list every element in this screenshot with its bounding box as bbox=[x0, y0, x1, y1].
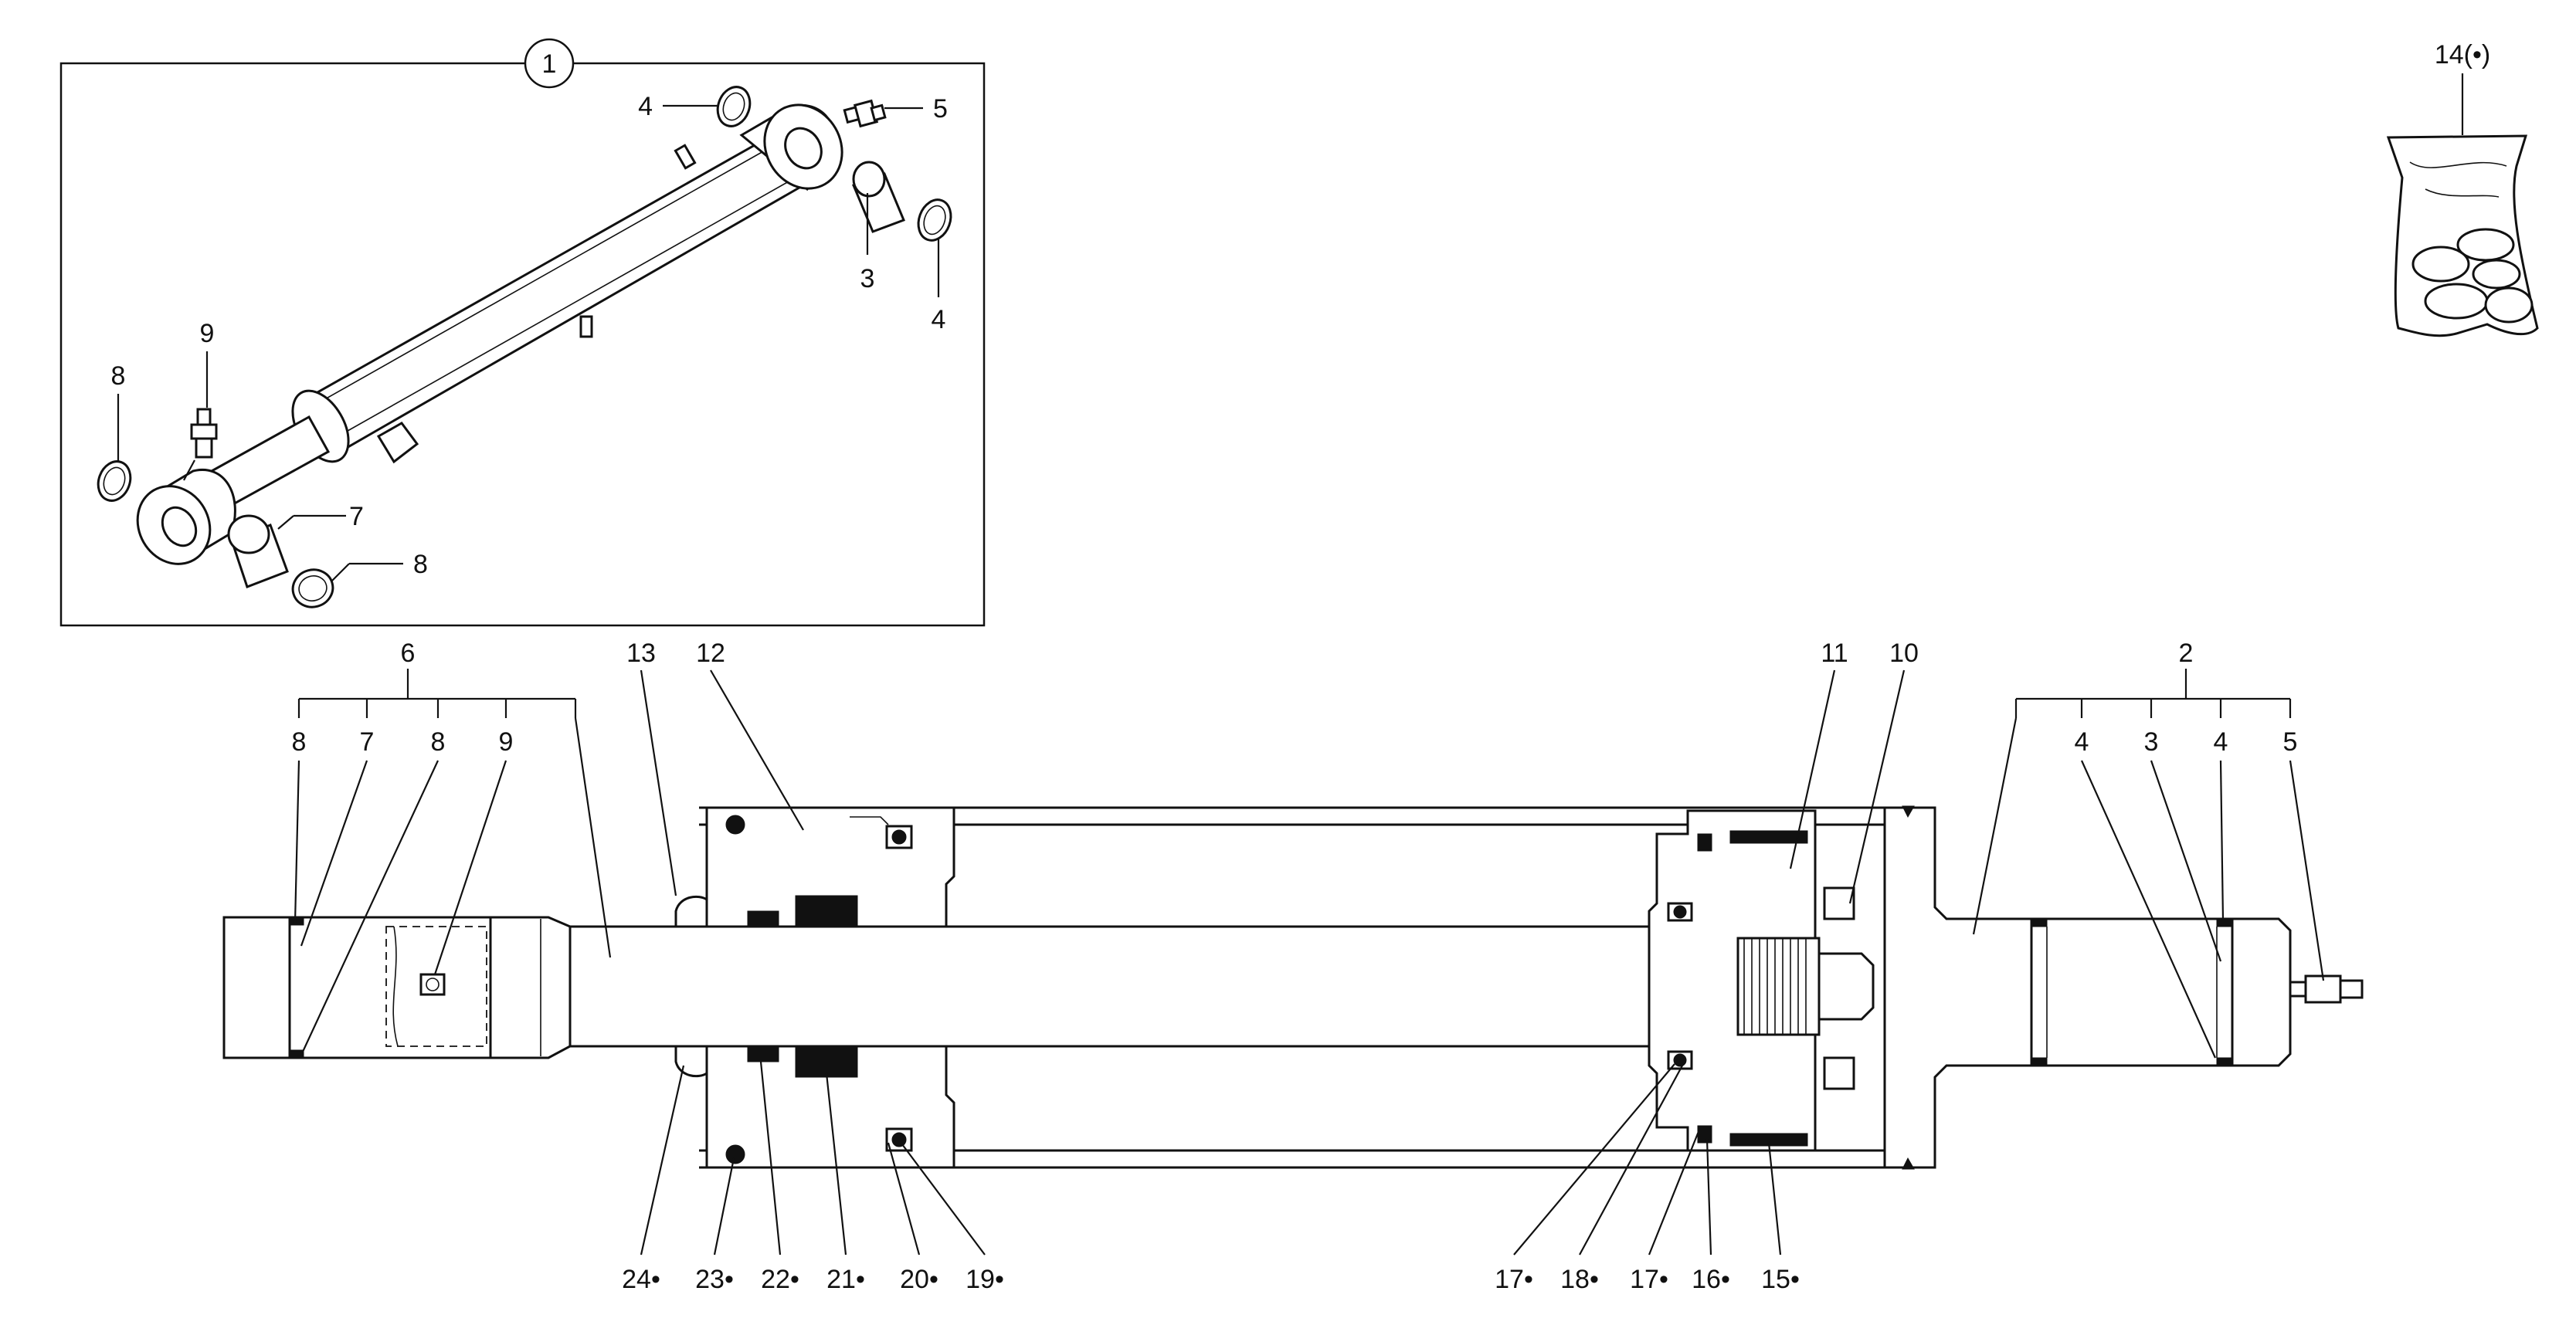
detail-label-4-top: 4 bbox=[638, 92, 653, 121]
label-22: 22• bbox=[761, 1265, 799, 1294]
label-12: 12 bbox=[696, 639, 725, 668]
label-11: 11 bbox=[1821, 639, 1848, 668]
bottom-callouts: 24• 23• 22• 21• 20• 19• 17• 18• 17• 16• … bbox=[622, 1061, 1800, 1294]
cylinder-assembly-drawing bbox=[136, 103, 843, 565]
label-18: 18• bbox=[1560, 1265, 1599, 1294]
label-10: 10 bbox=[1889, 639, 1919, 668]
label-6-item-8a: 8 bbox=[292, 727, 307, 757]
bushing-7 bbox=[227, 514, 289, 588]
detail-marker-label: 1 bbox=[542, 49, 557, 79]
detail-label-4-right: 4 bbox=[932, 305, 946, 334]
bushing-3 bbox=[852, 161, 905, 233]
detail-label-9: 9 bbox=[200, 319, 215, 348]
detail-label-8-left: 8 bbox=[111, 361, 126, 391]
label-19: 19• bbox=[966, 1265, 1004, 1294]
label-13: 13 bbox=[626, 639, 656, 668]
seal-ring-4-right bbox=[917, 198, 952, 242]
label-2-item-3: 3 bbox=[2144, 727, 2159, 757]
top-callouts: 6 8 7 8 9 13 12 11 10 2 4 3 4 5 bbox=[292, 639, 2325, 1059]
label-24: 24• bbox=[622, 1265, 660, 1294]
label-6-item-9: 9 bbox=[499, 727, 514, 757]
label-17a: 17• bbox=[1495, 1265, 1533, 1294]
label-2-item-4a: 4 bbox=[2075, 727, 2089, 757]
grease-nipple-9 bbox=[190, 408, 218, 459]
detail-label-5: 5 bbox=[933, 94, 948, 124]
detail-label-8-bottom: 8 bbox=[413, 550, 428, 579]
label-6-item-7: 7 bbox=[360, 727, 375, 757]
seal-kit-bag: 14(•) bbox=[2386, 40, 2539, 337]
cylinder-section-view bbox=[222, 805, 2364, 1170]
label-2-item-4b: 4 bbox=[2214, 727, 2228, 757]
detail-label-3: 3 bbox=[860, 264, 875, 293]
seal-ring-8-left bbox=[97, 460, 132, 502]
seal-ring-8-bottom bbox=[291, 568, 334, 608]
label-15: 15• bbox=[1761, 1265, 1800, 1294]
detail-label-7: 7 bbox=[349, 502, 364, 531]
label-21: 21• bbox=[826, 1265, 865, 1294]
label-23: 23• bbox=[695, 1265, 734, 1294]
label-16: 16• bbox=[1692, 1265, 1730, 1294]
label-17b: 17• bbox=[1630, 1265, 1668, 1294]
label-6-item-8b: 8 bbox=[431, 727, 446, 757]
kit-label: 14(•) bbox=[2435, 40, 2490, 69]
seal-ring-4-top bbox=[716, 86, 752, 127]
label-20: 20• bbox=[900, 1265, 938, 1294]
detail-box: 1 bbox=[59, 38, 986, 627]
label-2: 2 bbox=[2179, 639, 2194, 668]
detail-marker-circle bbox=[524, 38, 575, 89]
grease-nipple-5 bbox=[843, 99, 887, 128]
label-6: 6 bbox=[401, 639, 416, 668]
label-2-item-5: 5 bbox=[2283, 727, 2298, 757]
